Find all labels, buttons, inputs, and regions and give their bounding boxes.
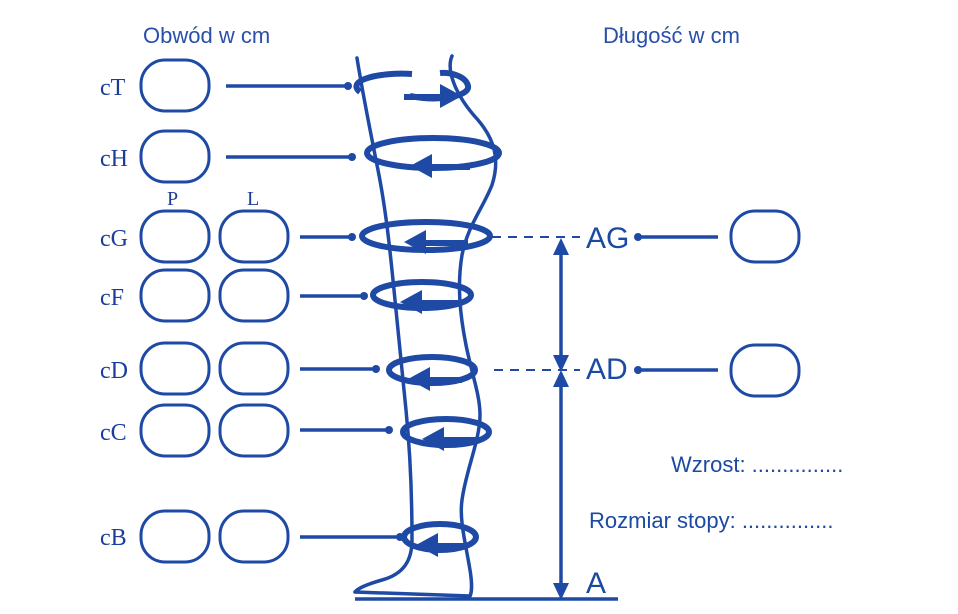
circumference-leaders: [226, 82, 404, 541]
code-cC: cC: [100, 420, 127, 446]
length-arrows: [553, 238, 569, 600]
cF-right-input[interactable]: [139, 268, 211, 323]
AD-input[interactable]: [729, 343, 801, 398]
measurement-rings: [353, 69, 502, 557]
left-leg-label: L: [247, 188, 259, 210]
length-heading: Długość w cm: [603, 23, 740, 48]
cH-input[interactable]: [139, 129, 211, 184]
cD-left-input[interactable]: [218, 341, 290, 396]
circumference-heading: Obwód w cm: [143, 23, 270, 48]
code-cB: cB: [100, 525, 127, 551]
cD-right-input[interactable]: [139, 341, 211, 396]
length-code-AD: AD: [586, 353, 628, 386]
cB-right-input[interactable]: [139, 509, 211, 564]
length-code-A: A: [586, 567, 606, 600]
code-cG: cG: [100, 226, 128, 252]
cG-right-input[interactable]: [139, 209, 211, 264]
code-cF: cF: [100, 285, 124, 311]
cC-right-input[interactable]: [139, 403, 211, 458]
code-cD: cD: [100, 358, 128, 384]
height-field[interactable]: Wzrost: ...............: [671, 452, 843, 477]
cF-left-input[interactable]: [218, 268, 290, 323]
foot-size-field[interactable]: Rozmiar stopy: ...............: [589, 508, 834, 533]
cG-left-input[interactable]: [218, 209, 290, 264]
code-cH: cH: [100, 146, 128, 172]
cC-left-input[interactable]: [218, 403, 290, 458]
leg-outline: [353, 54, 498, 598]
cB-left-input[interactable]: [218, 509, 290, 564]
length-code-AG: AG: [586, 222, 629, 255]
code-cT: cT: [100, 75, 126, 101]
cT-input[interactable]: [139, 58, 211, 113]
right-leg-label: P: [167, 188, 178, 210]
AG-input[interactable]: [729, 209, 801, 264]
